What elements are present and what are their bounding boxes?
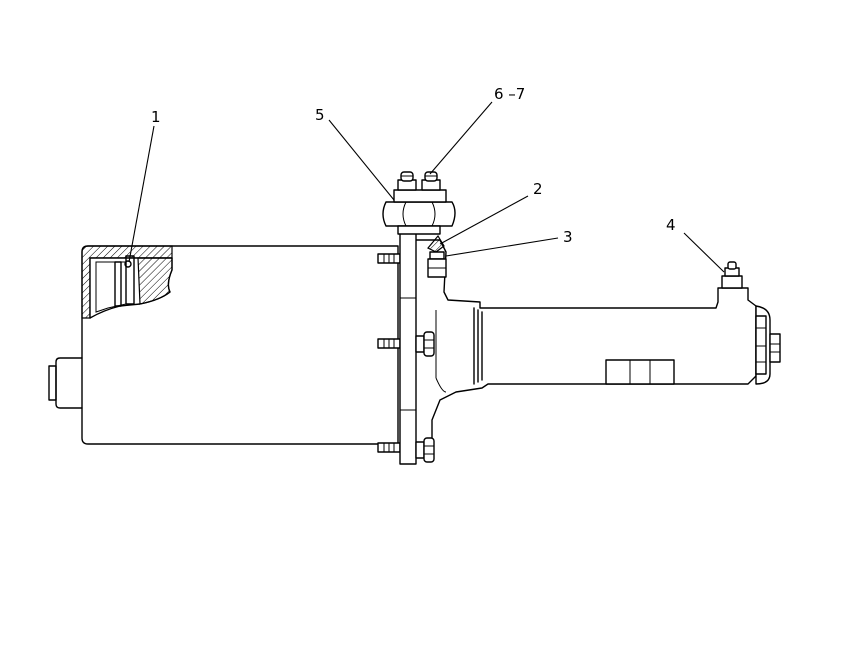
studs-left: [377, 253, 401, 453]
callout-2: 2: [533, 180, 543, 198]
mounting-flange: [399, 227, 417, 465]
callout-3: 3: [563, 228, 573, 246]
clamp-band: [605, 359, 675, 385]
callout-4: 4: [666, 216, 676, 234]
top-right-fitting: [721, 261, 743, 289]
flange-nut-middle: [415, 331, 435, 357]
flange-nut-lower: [415, 437, 435, 463]
cutaway-section: [81, 245, 173, 319]
callout-6-7: 6 –7: [494, 85, 525, 103]
valve-body: [415, 239, 757, 451]
callout-1: 1: [151, 108, 161, 126]
leader-lines: [128, 101, 725, 273]
top-hex-nut: [382, 171, 456, 235]
callout-5: 5: [315, 106, 325, 124]
seal-and-screw: [427, 234, 447, 278]
right-end-cap: [755, 305, 781, 385]
